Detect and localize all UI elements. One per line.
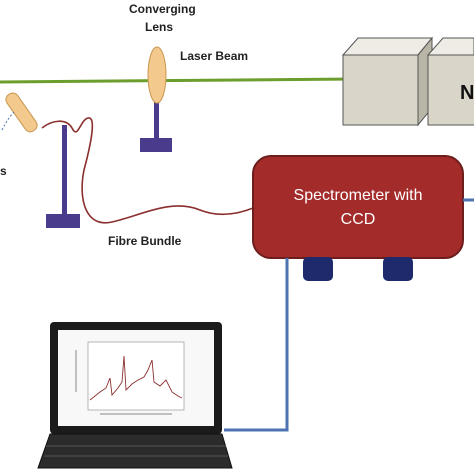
laser-box-2 [426, 37, 474, 126]
fibre-bundle-label: Fibre Bundle [108, 234, 182, 248]
spectrometer-label-line2: CCD [340, 211, 376, 228]
spectrometer-foot-left [303, 257, 333, 281]
spectrometer-box [252, 155, 464, 259]
fibre-bundle [41, 117, 259, 224]
spectrometer-to-laptop-cable [224, 258, 289, 432]
spectrometer-label-line1: Spectrometer with [293, 187, 423, 204]
partial-left-label: s [0, 164, 7, 178]
scatter-arrow [1, 111, 15, 131]
lens-stand-rod [154, 100, 159, 142]
converging-lens-label-line1: Converging [129, 2, 196, 16]
spectrometer-label: Spectrometer with CCD [258, 184, 458, 232]
converging-lens-label-line2: Lens [145, 20, 174, 34]
fibre-stand-base [46, 214, 80, 228]
laser-beam-label: Laser Beam [180, 49, 249, 63]
fibre-stand-rod [62, 125, 67, 220]
laser-box-1 [341, 36, 434, 127]
sample-holder [5, 92, 38, 133]
spectrometer-foot-right [383, 257, 413, 281]
laptop-spectrum-plot [75, 341, 185, 415]
converging-lens [147, 46, 167, 104]
laptop-keyboard [37, 433, 233, 469]
laser-box-label: N [460, 82, 474, 104]
lens-stand-base [140, 138, 172, 152]
